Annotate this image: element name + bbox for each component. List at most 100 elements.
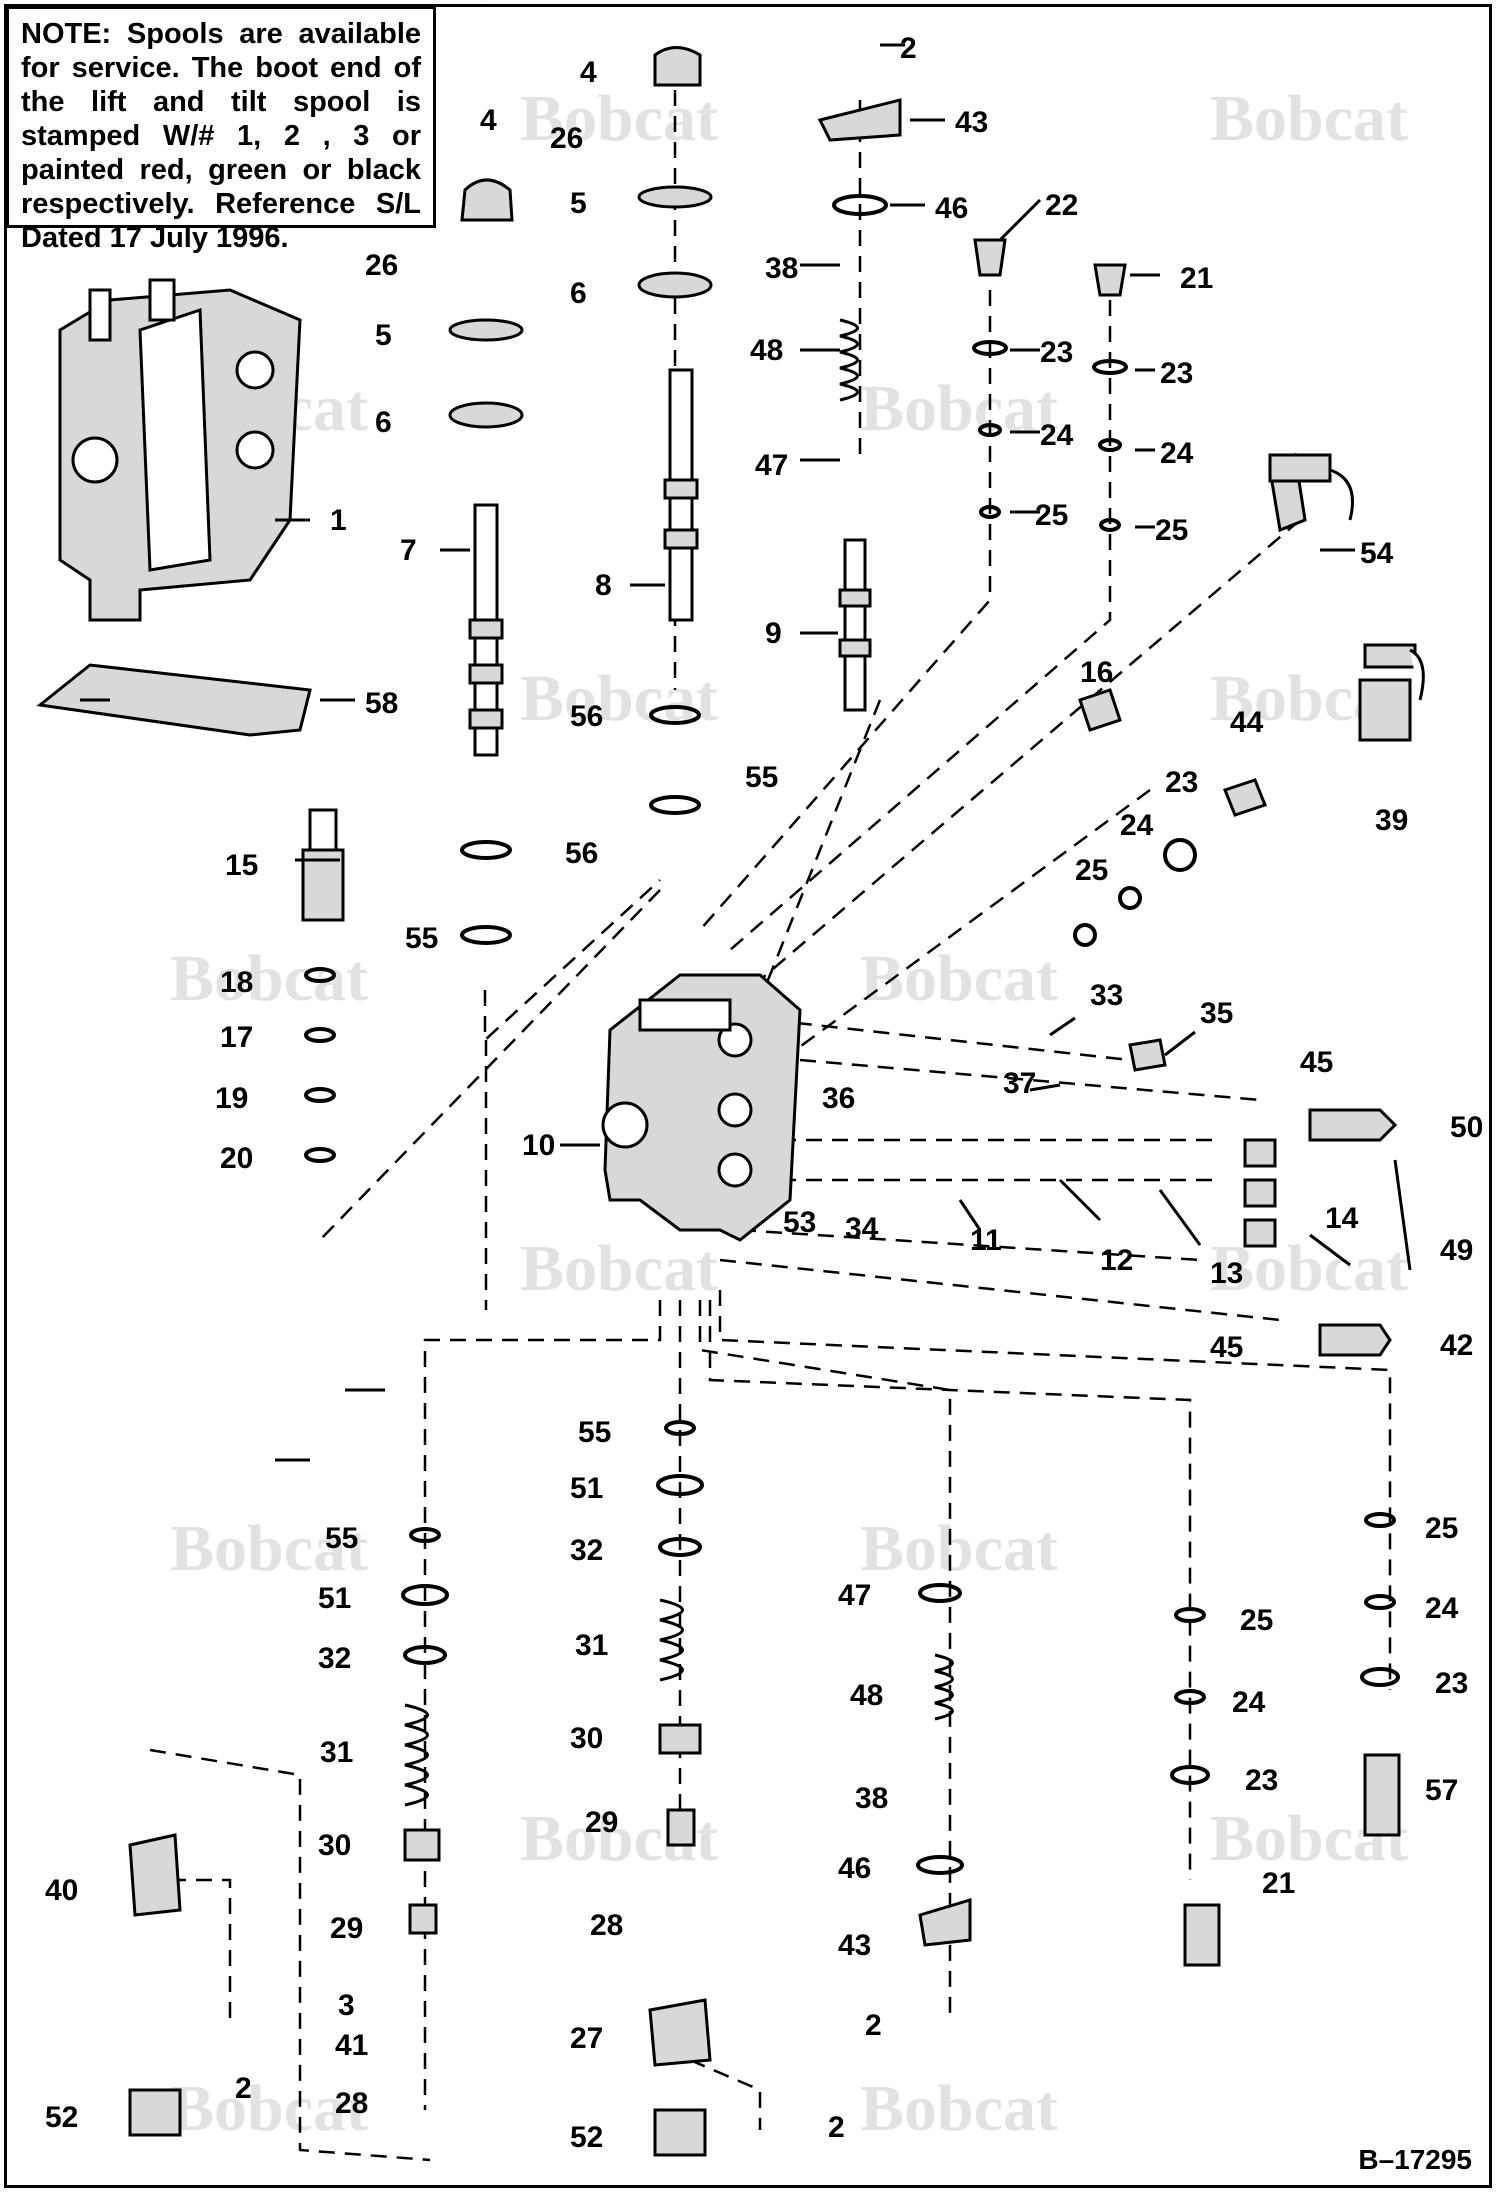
callout-32-center: 32	[570, 1534, 603, 1567]
diagram-frame	[4, 4, 1492, 2188]
callout-31-left-lower: 31	[320, 1736, 353, 1769]
callout-10: 10	[522, 1129, 555, 1162]
watermark-logo-8: Bobcat	[520, 1232, 718, 1305]
callout-53: 53	[783, 1206, 816, 1239]
callout-57: 57	[1425, 1774, 1458, 1807]
callout-11: 11	[970, 1224, 1002, 1257]
spool-9	[838, 538, 872, 712]
plugs-fittings	[128, 238, 1425, 2157]
callout-20: 20	[220, 1142, 253, 1175]
callout-6-mid: 6	[570, 277, 587, 310]
callout-5-left: 5	[375, 319, 392, 352]
callout-9: 9	[765, 617, 782, 650]
callout-13: 13	[1210, 1257, 1243, 1290]
callout-55-mid: 55	[745, 761, 778, 794]
callout-55-center: 55	[578, 1416, 611, 1449]
callout-36: 36	[822, 1082, 855, 1115]
callout-40: 40	[45, 1874, 78, 1907]
callout-6-left: 6	[375, 406, 392, 439]
callout-19: 19	[215, 1082, 248, 1115]
callout-23-a: 23	[1040, 336, 1073, 369]
callout-18: 18	[220, 966, 253, 999]
note-box: NOTE: Spools are available for service. …	[6, 6, 436, 254]
gasket-part	[36, 663, 312, 737]
watermark-logo-9: Bobcat	[1210, 1232, 1408, 1305]
callout-14: 14	[1325, 1202, 1359, 1235]
callout-45-b: 45	[1210, 1331, 1243, 1364]
callout-25-e: 25	[1425, 1512, 1458, 1545]
callout-30-left-lower: 30	[318, 1829, 351, 1862]
callout-32-left-lower: 32	[318, 1642, 351, 1675]
cap-4-top	[653, 46, 702, 87]
callout-17: 17	[220, 1021, 253, 1054]
callout-24-a: 24	[1040, 419, 1074, 452]
callout-49: 49	[1440, 1234, 1473, 1267]
plate-6-mid	[637, 271, 713, 299]
callout-30-center: 30	[570, 1722, 603, 1755]
callout-43-right: 43	[838, 1929, 871, 1962]
note-label: NOTE:	[21, 18, 112, 50]
callout-54: 54	[1360, 537, 1394, 570]
relief-valve-15	[301, 808, 345, 922]
callout-23-e: 23	[1435, 1667, 1468, 1700]
callout-41: 41	[335, 2029, 368, 2062]
callout-42: 42	[1440, 1329, 1473, 1362]
callout-28-center: 28	[590, 1909, 623, 1942]
callout-7: 7	[400, 534, 417, 567]
callout-52-left-lower: 52	[45, 2101, 78, 2134]
callout-3: 3	[338, 1989, 355, 2022]
callout-55-left-lower: 55	[325, 1522, 358, 1555]
callout-26-mid: 26	[550, 122, 583, 155]
plate-5-mid	[637, 185, 713, 209]
callout-55-left: 55	[405, 922, 438, 955]
callout-37: 37	[1003, 1067, 1036, 1100]
callout-46-top: 46	[935, 192, 968, 225]
callout-28-left-lower: 28	[335, 2087, 368, 2120]
callout-51-center: 51	[570, 1472, 603, 1505]
callout-2-top: 2	[900, 32, 917, 65]
callout-21-bottom: 21	[1262, 1867, 1295, 1900]
watermark-logo-14: Bobcat	[170, 2072, 368, 2145]
callout-23-d: 23	[1245, 1764, 1278, 1797]
watermark-logo-6: Bobcat	[170, 942, 368, 1015]
leader-lines	[80, 43, 1355, 1462]
watermark-logo-1: Bobcat	[1210, 82, 1408, 155]
callout-47-right: 47	[838, 1579, 871, 1612]
watermark-logo-0: Bobcat	[520, 82, 718, 155]
cover-43-bottom	[918, 1897, 972, 1947]
callout-27: 27	[570, 2022, 603, 2055]
callout-21-top: 21	[1180, 262, 1213, 295]
callout-24-d: 24	[1232, 1686, 1266, 1719]
callout-24-e: 24	[1425, 1592, 1459, 1625]
callout-labels: 2 43 46 22 21 4 26 5 6 4 26 5 6 1 7 8 9 …	[45, 32, 1483, 2154]
callout-25-a: 25	[1035, 499, 1068, 532]
callout-2-center: 2	[828, 2111, 845, 2144]
callout-4-left: 4	[480, 104, 497, 137]
callout-16: 16	[1080, 656, 1113, 689]
callout-52-center: 52	[570, 2121, 603, 2154]
document-code: B–17295	[1358, 2144, 1472, 2175]
callout-34: 34	[845, 1212, 879, 1245]
callout-39: 39	[1375, 804, 1408, 837]
callout-48-top: 48	[750, 334, 783, 367]
callout-50: 50	[1450, 1111, 1483, 1144]
callout-2-right: 2	[865, 2009, 882, 2042]
callout-58: 58	[365, 687, 398, 720]
springs	[404, 318, 954, 1807]
assembly-guide-lines	[149, 90, 1392, 2162]
note-text: Spools are available for service. The bo…	[21, 18, 422, 254]
assembled-valve-illustration	[58, 278, 302, 622]
spool-7	[468, 503, 504, 757]
watermark-logo-15: Bobcat	[860, 2072, 1058, 2145]
callout-23-c: 23	[1165, 766, 1198, 799]
callout-24-c: 24	[1120, 809, 1154, 842]
callout-56-left: 56	[565, 837, 598, 870]
callout-43-top: 43	[955, 106, 988, 139]
callout-44: 44	[1230, 706, 1264, 739]
callout-24-b: 24	[1160, 437, 1194, 470]
callout-38-top: 38	[765, 252, 798, 285]
callout-4-mid: 4	[580, 56, 597, 89]
callout-22: 22	[1045, 189, 1078, 222]
